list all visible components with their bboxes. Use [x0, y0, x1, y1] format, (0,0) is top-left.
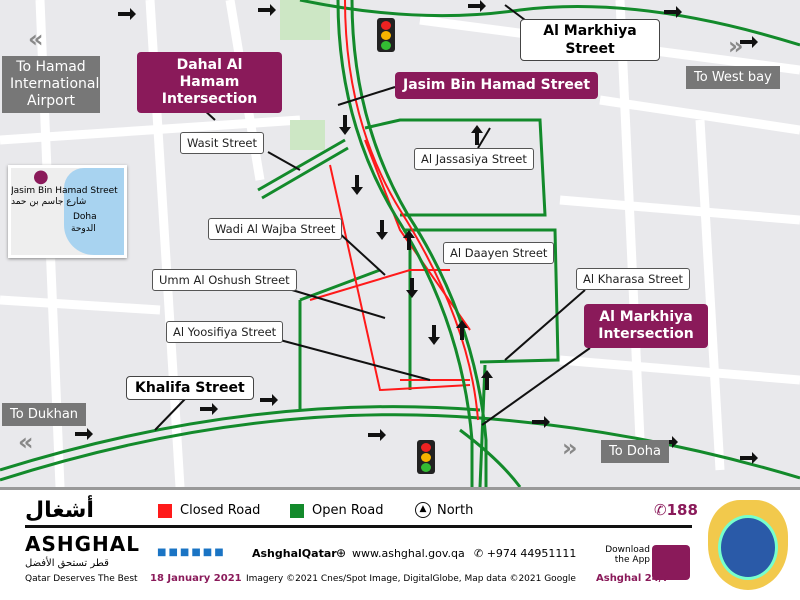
tagline-arabic: قطر تستحق الأفضل [25, 558, 109, 569]
globe-icon: ⊕ [336, 546, 347, 560]
direction-dukhan: To Dukhan [2, 403, 87, 426]
phone-text: +974 44951111 [486, 547, 577, 560]
credits: Imagery ©2021 Cnes/Spot Image, DigitalGl… [246, 574, 576, 584]
legend-north: North [437, 503, 474, 518]
hotline-number: 188 [666, 501, 698, 519]
social-handle[interactable]: AshghalQatar [252, 547, 337, 560]
kharasa-street-label: Al Kharasa Street [576, 268, 691, 290]
markhiya-street-label: Al Markhiya Street [520, 19, 660, 61]
open-road-swatch [290, 504, 304, 518]
traffic-department-seal [708, 500, 788, 590]
inset-city-en: Doha [73, 212, 97, 222]
chevron-right-icon: » [728, 32, 744, 60]
inset-city-ar: الدوحة [71, 224, 96, 234]
open-roads [0, 0, 800, 487]
tagline: Qatar Deserves The Best [25, 574, 138, 584]
map[interactable]: « » « » To Hamad International Airport T… [0, 0, 800, 487]
phone-number: ✆ +974 44951111 [474, 547, 577, 560]
legend-open: Open Road [312, 503, 384, 518]
wasit-street-label: Wasit Street [180, 132, 264, 154]
road-network [0, 0, 800, 487]
traffic-light-icon [417, 440, 435, 474]
wadi-street-label: Wadi Al Wajba Street [208, 218, 343, 240]
direction-doha: To Doha [601, 440, 669, 463]
download-label: Download the App [605, 545, 650, 565]
legend-closed: Closed Road [180, 503, 261, 518]
daayen-street-label: Al Daayen Street [443, 242, 555, 264]
website-link[interactable]: www.ashghal.gov.qa [352, 547, 465, 560]
inset-street-ar: شارع جاسم بن حمد [11, 197, 87, 207]
closed-road-swatch [158, 504, 172, 518]
north-arrow-icon: ▲ [415, 502, 431, 518]
traffic-flow-arrows [75, 0, 758, 464]
umm-street-label: Umm Al Oshush Street [152, 269, 297, 291]
leader-lines [154, 4, 591, 431]
closed-roads [309, 0, 479, 421]
direction-west-bay: To West bay [686, 66, 780, 89]
khalifa-street-label: Khalifa Street [126, 376, 254, 400]
direction-airport: To Hamad International Airport [2, 56, 100, 113]
chevron-left-icon: « [28, 25, 44, 53]
app-icon[interactable] [652, 545, 690, 580]
divider [25, 525, 692, 528]
jasim-street-label: Jasim Bin Hamad Street [395, 72, 599, 99]
inset-street-en: Jasim Bin Hamad Street [11, 186, 118, 196]
chevron-left-icon: « [18, 428, 34, 456]
phone-icon: ✆ [654, 501, 667, 519]
location-pin-icon: ● [33, 166, 49, 187]
ashghal-logo: أشغال [25, 498, 95, 523]
chevron-right-icon: » [562, 434, 578, 462]
hotline: ✆188 [654, 501, 698, 519]
traffic-light-icon [377, 18, 395, 52]
social-icons[interactable]: ■■■■■■ [157, 547, 226, 558]
location-inset-map: ● Jasim Bin Hamad Street شارع جاسم بن حم… [8, 165, 127, 258]
app-name: Ashghal 24/7 [596, 573, 670, 584]
dahal-intersection-label: Dahal Al Hamam Intersection [137, 52, 282, 113]
markhiya-intersection-label: Al Markhiya Intersection [584, 304, 708, 348]
jassasiya-street-label: Al Jassasiya Street [414, 148, 534, 170]
footer: أشغال ASHGHAL قطر تستحق الأفضل Qatar Des… [0, 487, 800, 600]
ashghal-logo-text: ASHGHAL [25, 532, 140, 556]
yoosifiya-street-label: Al Yoosifiya Street [166, 321, 284, 343]
main-road [336, 0, 488, 487]
date: 18 January 2021 [150, 573, 242, 584]
